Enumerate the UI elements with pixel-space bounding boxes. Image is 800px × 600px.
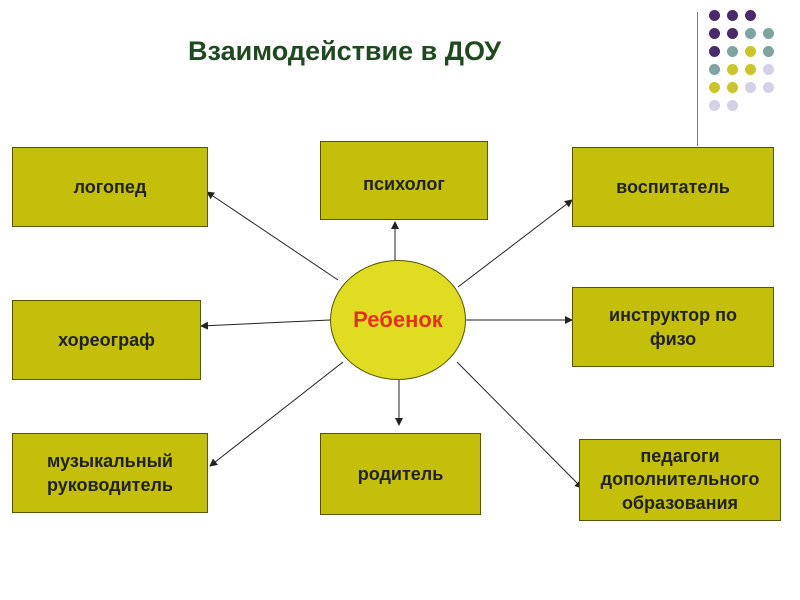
node-vospitatel-label: воспитатель bbox=[616, 176, 730, 197]
decor-dot bbox=[745, 64, 756, 75]
arrow-to-pedagogi bbox=[456, 361, 583, 489]
decor-dot bbox=[727, 100, 738, 111]
node-instruktor-label-line1: инструктор по bbox=[609, 304, 737, 325]
decor-dot bbox=[763, 28, 774, 39]
decor-divider-line bbox=[697, 12, 698, 146]
decor-dot bbox=[745, 28, 756, 39]
node-psiholog: психолог bbox=[320, 141, 488, 220]
node-pedagogi-label-line3: образования bbox=[621, 492, 739, 513]
decor-dot bbox=[709, 46, 720, 57]
decor-dot bbox=[727, 82, 738, 93]
node-muzykalny: музыкальный руководитель bbox=[12, 433, 208, 513]
decor-dot bbox=[727, 64, 738, 75]
node-vospitatel: воспитатель bbox=[572, 147, 774, 227]
node-instruktor-label-line2: физо bbox=[649, 329, 697, 349]
arrow-to-vospitatel bbox=[457, 199, 573, 288]
decor-dot bbox=[745, 46, 756, 57]
node-center-label: Ребенок bbox=[353, 307, 443, 332]
node-logoped: логопед bbox=[12, 147, 208, 227]
decor-dot bbox=[763, 46, 774, 57]
arrow-to-logoped bbox=[206, 191, 339, 281]
decor-dot bbox=[745, 10, 756, 21]
decor-dot-grid bbox=[709, 10, 789, 130]
decor-dot bbox=[709, 82, 720, 93]
decor-dot bbox=[745, 82, 756, 93]
node-horeograf: хореограф bbox=[12, 300, 201, 380]
decor-dot bbox=[709, 64, 720, 75]
arrow-to-horeograf bbox=[200, 319, 331, 330]
decor-dot bbox=[727, 10, 738, 21]
node-pedagogi-label-line2: дополнительного bbox=[600, 469, 760, 490]
decor-dot bbox=[709, 10, 720, 21]
node-muzykalny-label-line2: руководитель bbox=[47, 475, 173, 495]
node-psiholog-label: психолог bbox=[363, 174, 445, 194]
decor-dot bbox=[709, 28, 720, 39]
decor-dot bbox=[727, 28, 738, 39]
decor-dot bbox=[709, 100, 720, 111]
node-center-rebenok: Ребенок bbox=[330, 260, 466, 380]
node-horeograf-label: хореограф bbox=[58, 329, 155, 350]
node-roditel-label: родитель bbox=[357, 463, 444, 484]
decor-dot bbox=[763, 64, 774, 75]
page-title: Взаимодействие в ДОУ bbox=[188, 36, 502, 66]
node-muzykalny-label-line1: музыкальный bbox=[47, 450, 173, 471]
node-roditel: родитель bbox=[320, 433, 481, 515]
node-pedagogi-label-line1: педагоги bbox=[640, 445, 720, 466]
decor-dot bbox=[727, 46, 738, 57]
decor-dot bbox=[763, 82, 774, 93]
arrow-to-muzykalny bbox=[209, 361, 344, 467]
node-logoped-label: логопед bbox=[73, 176, 147, 197]
node-instruktor: инструктор по физо bbox=[572, 287, 774, 367]
node-pedagogi: педагоги дополнительного образования bbox=[579, 439, 781, 521]
